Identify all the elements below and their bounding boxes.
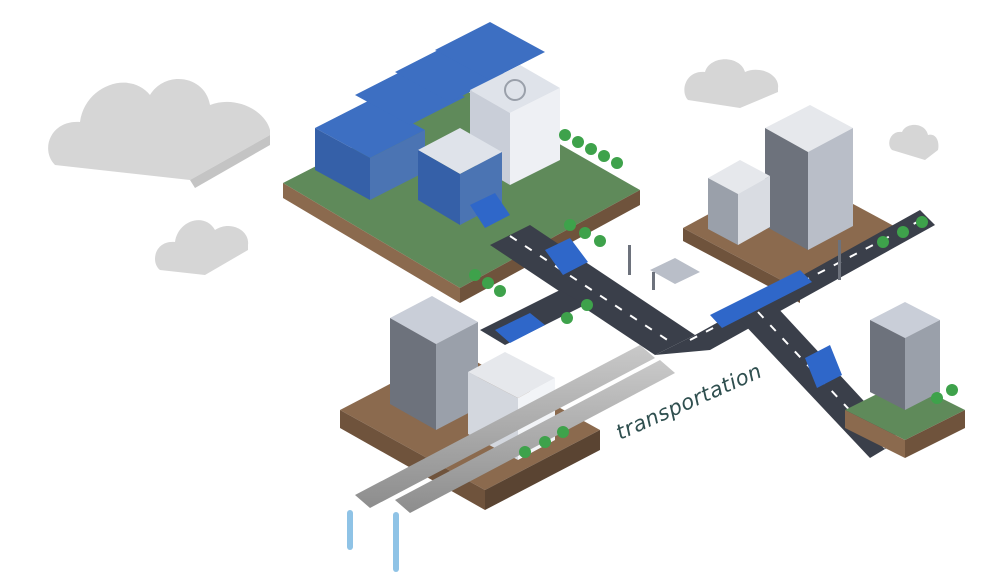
truck-icon xyxy=(470,193,842,388)
cloud-icon xyxy=(155,220,249,275)
tree-icon xyxy=(469,129,958,458)
bus-stop-icon xyxy=(650,258,700,290)
caption-text: transportation xyxy=(612,359,765,445)
cloud-icon xyxy=(684,59,779,108)
water-drain-icon xyxy=(347,510,399,572)
traffic-light-icon xyxy=(628,240,841,280)
warehouse-island xyxy=(283,22,640,303)
corner-island xyxy=(845,302,965,458)
cloud-icon xyxy=(48,78,270,188)
pipes xyxy=(355,345,675,513)
cloud-icon xyxy=(889,124,939,160)
